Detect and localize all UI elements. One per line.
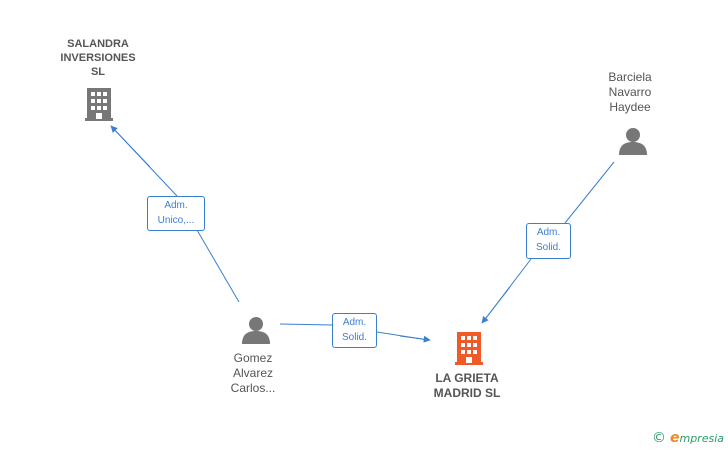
- edge-gomez-salandra-arrow: [110, 125, 151, 168]
- brand-e: e: [669, 430, 680, 446]
- node-label-barciela[interactable]: Barciela Navarro Haydee: [608, 70, 652, 114]
- edge-label-gomez-lagrieta[interactable]: Adm. Solid.: [332, 313, 377, 348]
- node-label-lagrieta[interactable]: LA GRIETA MADRID SL: [433, 371, 501, 400]
- node-label-salandra[interactable]: SALANDRA INVERSIONES SL: [60, 38, 136, 78]
- copyright-icon: ©: [651, 430, 666, 446]
- node-label-gomez[interactable]: Gomez Alvarez Carlos...: [230, 351, 276, 395]
- building-icon[interactable]: [85, 88, 113, 121]
- edge-gomez-lagrieta-arrow: [399, 335, 431, 343]
- empresia-watermark: ©empresia: [652, 430, 724, 446]
- edge-label-gomez-salandra[interactable]: Adm. Unico,...: [147, 196, 205, 231]
- person-icon[interactable]: [242, 317, 270, 344]
- building-icon[interactable]: [455, 332, 483, 365]
- edge-label-barciela-lagrieta[interactable]: Adm. Solid.: [526, 223, 571, 259]
- person-icon[interactable]: [619, 128, 647, 155]
- edge-barciela-lagrieta-arrow: [481, 286, 511, 324]
- brand-rest: mpresia: [679, 432, 724, 445]
